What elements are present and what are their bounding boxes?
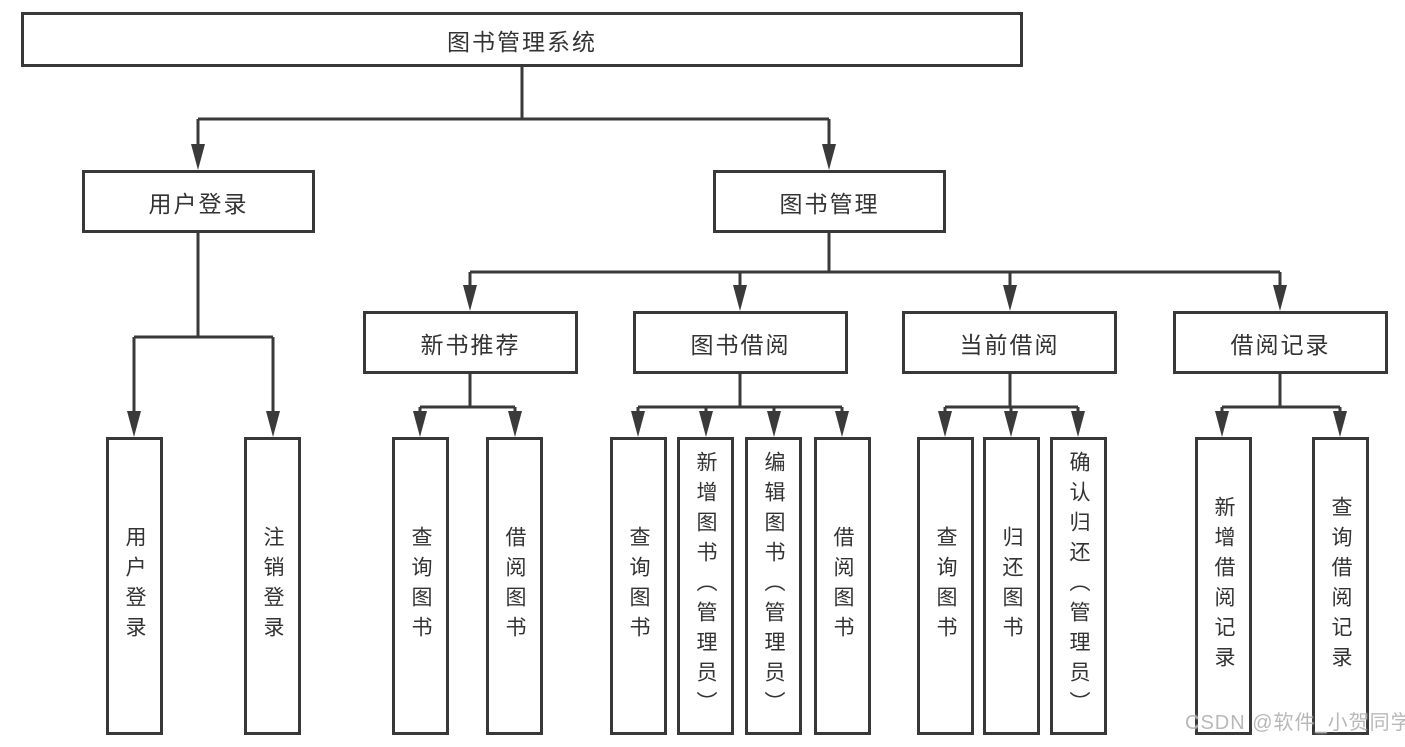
leaf-query-books-current-label: 查询图书 [934,526,957,646]
leaf-user-login-label: 用户登录 [123,526,146,646]
connector-root-to-level2 [196,67,831,148]
arrowheads [127,144,1347,437]
node-borrow-records: 借阅记录 [1173,311,1388,374]
connector-current-borrowing-branch [943,374,1080,415]
leaf-query-borrow-record: 查询借阅记录 [1312,437,1369,735]
connector-book-management-branch [468,233,1282,289]
node-book-borrowing-label: 图书借阅 [690,331,791,358]
leaf-query-books-borrowing-label: 查询图书 [627,526,650,646]
node-current-borrowing: 当前借阅 [902,311,1117,374]
leaf-add-borrow-record-label: 新增借阅记录 [1212,496,1235,676]
node-current-borrowing-label: 当前借阅 [959,331,1060,358]
leaf-add-books-admin-label: 新增图书（管理员） [694,451,717,721]
leaf-query-books-recommend-label: 查询图书 [409,526,432,646]
node-library-system-label: 图书管理系统 [447,28,597,55]
leaf-add-borrow-record: 新增借阅记录 [1195,437,1252,735]
connector-book-borrowing-branch [636,374,844,415]
leaf-confirm-return-admin: 确认归还（管理员） [1050,437,1107,735]
leaf-return-books-label: 归还图书 [1000,526,1023,646]
leaf-confirm-return-admin-label: 确认归还（管理员） [1067,451,1090,721]
node-user-login: 用户登录 [82,170,315,233]
node-new-book-recommend: 新书推荐 [363,311,578,374]
leaf-borrow-books-borrowing: 借阅图书 [814,437,871,735]
leaf-add-books-admin: 新增图书（管理员） [677,437,734,735]
leaf-user-login: 用户登录 [106,437,163,735]
node-borrow-records-label: 借阅记录 [1230,331,1331,358]
leaf-logout-login: 注销登录 [244,437,301,735]
leaf-query-books-recommend: 查询图书 [392,437,449,735]
leaf-query-books-current: 查询图书 [917,437,974,735]
connector-user-login-branch [132,233,275,415]
leaf-query-borrow-record-label: 查询借阅记录 [1329,496,1352,676]
leaf-borrow-books-borrowing-label: 借阅图书 [831,526,854,646]
node-new-book-recommend-label: 新书推荐 [420,331,521,358]
leaf-logout-login-label: 注销登录 [261,526,284,646]
leaf-query-books-borrowing: 查询图书 [610,437,667,735]
node-book-management: 图书管理 [713,170,946,233]
node-book-management-label: 图书管理 [779,190,880,217]
leaf-edit-books-admin: 编辑图书（管理员） [745,437,802,735]
leaf-borrow-books-recommend: 借阅图书 [486,437,543,735]
leaf-return-books: 归还图书 [983,437,1040,735]
connector-new-book-recommend-branch [418,374,517,415]
leaf-borrow-books-recommend-label: 借阅图书 [503,526,526,646]
leaf-edit-books-admin-label: 编辑图书（管理员） [762,451,785,721]
node-user-login-label: 用户登录 [148,190,249,217]
node-library-system: 图书管理系统 [21,12,1023,67]
connector-borrow-records-branch [1220,374,1342,415]
node-book-borrowing: 图书借阅 [633,311,848,374]
